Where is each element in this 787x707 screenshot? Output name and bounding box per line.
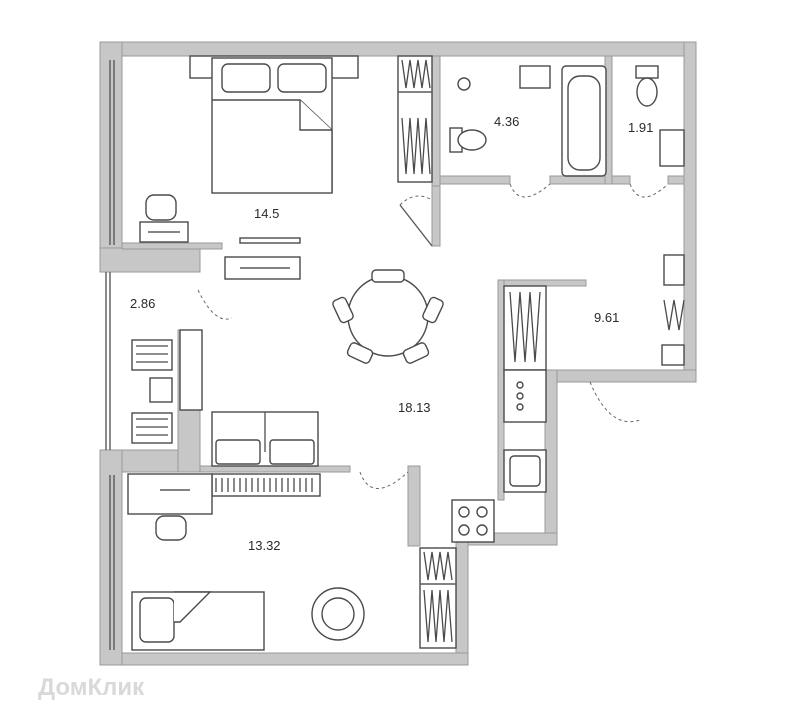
bed-single <box>131 591 265 651</box>
watermark: ДомКлик <box>38 674 145 701</box>
tv-console-1 <box>224 237 301 280</box>
room-area-label: 9.61 <box>594 310 619 325</box>
dining-set <box>332 269 444 364</box>
room-area-label: 18.13 <box>398 400 431 415</box>
kitchen-counter <box>451 369 547 543</box>
room-area-label: 2.86 <box>130 296 155 311</box>
bed-double <box>189 55 359 194</box>
desk-chair-1 <box>139 194 189 243</box>
toilet-fixtures <box>635 65 685 167</box>
bathroom-fixtures <box>449 65 607 177</box>
interior-walls <box>121 55 685 547</box>
room-area-label: 4.36 <box>494 114 519 129</box>
sofa <box>211 411 319 467</box>
room-area-label: 14.5 <box>254 206 279 221</box>
wardrobe-top <box>397 55 433 183</box>
windows <box>105 60 115 650</box>
room-area-label: 1.91 <box>628 120 653 135</box>
armchair <box>311 587 365 641</box>
bookshelf <box>211 473 321 497</box>
doors <box>197 183 669 489</box>
room-area-label: 13.32 <box>248 538 281 553</box>
wardrobe-bottom <box>419 547 457 649</box>
desk-chair-2 <box>127 473 213 541</box>
balcony-furniture <box>131 329 203 444</box>
hallway-fixtures <box>503 254 685 371</box>
